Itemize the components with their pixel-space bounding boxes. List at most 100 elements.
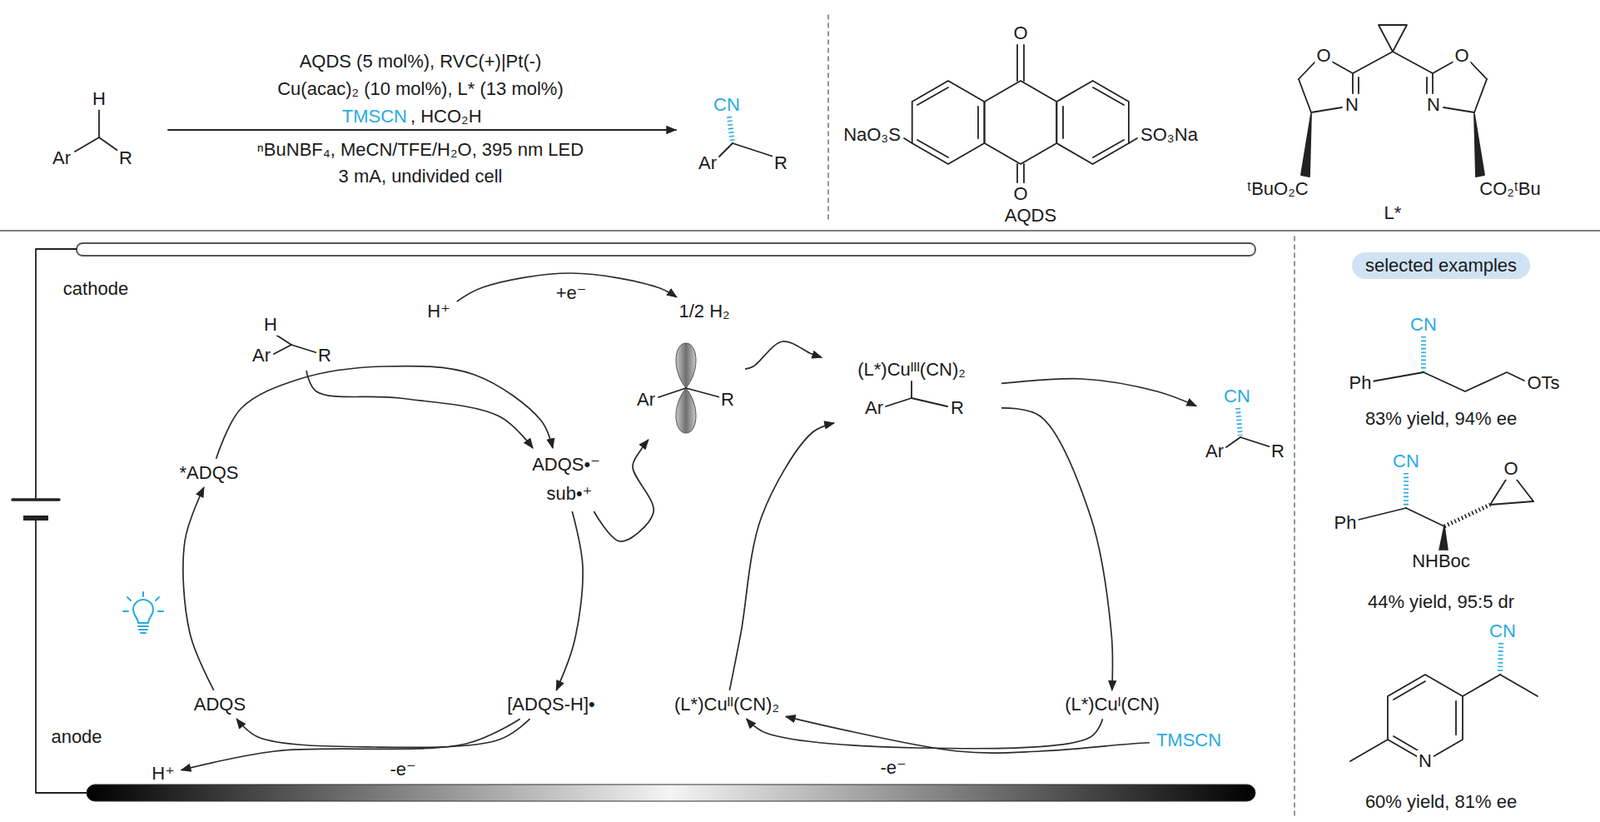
group-label: Ar (696, 152, 719, 174)
atom-label: O (1501, 457, 1520, 480)
group-label: ᵗBuO₂C (1245, 178, 1310, 200)
species-text: Ar (1203, 440, 1226, 463)
cycle-species: *ADQS (175, 461, 244, 485)
compound-name: AQDS (1003, 204, 1059, 227)
substrate-bonds (74, 109, 120, 152)
atom-label: N (1425, 94, 1442, 116)
cycle-arrow (1001, 378, 1197, 407)
atom-label: N (1343, 94, 1361, 116)
species-text: sub•⁺ (545, 482, 595, 505)
species-text: (L*)Cuᴵᴵᴵ(CN)₂ (855, 358, 968, 381)
product-bonds (719, 116, 774, 157)
group-label: R (772, 152, 790, 174)
example-structure (1371, 336, 1525, 392)
battery-plate (23, 515, 49, 521)
electrode-label: cathode (61, 278, 130, 300)
cycle-arrow (593, 439, 654, 542)
radical-structure: Ar R (631, 337, 743, 438)
condition-text: 3 mA, undivided cell (337, 165, 505, 188)
result-text: 44% yield, 95:5 dr (1366, 591, 1516, 613)
proton: H⁺ (147, 761, 179, 786)
species-text: H⁺ (427, 300, 451, 323)
atom-label: H (90, 88, 108, 110)
aqds-structure (904, 44, 1138, 184)
group-label: SO₃Na (1138, 124, 1200, 146)
atom-label: N (1416, 750, 1434, 772)
atom-label: O (1011, 183, 1029, 205)
electron-label: -e⁻ (387, 758, 418, 781)
species-text: CN (1222, 385, 1253, 408)
substrate-bonds (273, 333, 319, 354)
result-text: 60% yield, 81% ee (1363, 790, 1519, 813)
electrode-label: anode (49, 725, 104, 748)
species-text: R (316, 344, 333, 367)
cycle-arrow (181, 718, 521, 770)
ligand-structure (1298, 24, 1487, 177)
reagent: TMSCN (1152, 728, 1226, 752)
species-text: (L*)Cuᴵ(CN) (1064, 693, 1160, 716)
product-structure: CN Ar R (1198, 382, 1295, 467)
species-text: *ADQS (179, 462, 239, 484)
species-text: H⁺ (151, 762, 175, 785)
copper-species: (L*)Cuᴵᴵᴵ(CN)₂ Ar R (824, 356, 999, 421)
separator-dashed (827, 14, 829, 220)
species-text: ADQS•⁻ (530, 453, 602, 476)
species-text: R (949, 397, 966, 419)
cycle-species: [ADQS-H]• (502, 692, 600, 716)
species-text: R (1269, 440, 1287, 463)
group-label: Ar (50, 147, 73, 169)
radical-structure (658, 342, 721, 433)
cycle-arrow (216, 365, 553, 458)
light-bulb-icon (123, 591, 164, 633)
group-label: Ph (1347, 372, 1374, 394)
example-structure (1350, 642, 1538, 761)
species-text: ADQS (193, 693, 246, 716)
atom-label: O (1011, 22, 1029, 45)
condition-text: ⁿBuNBF₄, MeCN/TFE/H₂O, 395 nm LED (255, 139, 586, 161)
compound-name: L* (1382, 202, 1404, 224)
species-text: selected examples (1365, 254, 1517, 277)
species-text: [ADQS-H]• (506, 693, 596, 716)
group-label: NaO₃S (841, 124, 903, 146)
separator-line (0, 229, 1600, 232)
group-label: NHBoc (1410, 550, 1472, 572)
copper-species: (L*)Cuᴵᴵ(CN)₂ (670, 692, 784, 716)
species-text: R (719, 388, 736, 411)
electron-label: +e⁻ (553, 282, 590, 304)
group-label: CN (1408, 313, 1439, 336)
atom-label: O (1452, 44, 1471, 67)
product-bonds (1226, 407, 1272, 448)
species-text: 1/2 H₂ (678, 300, 730, 323)
species-text: Ar (863, 397, 885, 419)
cycle-arrow (729, 422, 835, 691)
species-text: Ar (250, 344, 273, 367)
battery-plate (12, 497, 60, 502)
result-text: 83% yield, 94% ee (1363, 407, 1519, 430)
copper-species: (L*)Cuᴵ(CN) (1060, 692, 1164, 716)
cycle-arrow (745, 341, 822, 369)
condition-text: Cu(acac)₂ (10 mol%), L* (13 mol%) (275, 78, 566, 100)
group-label: CO₂ᵗBu (1477, 178, 1542, 200)
cycle-species: ADQS•⁻ sub•⁺ (516, 450, 617, 509)
cycle-species: ADQS (189, 692, 250, 716)
species-text: Ar (635, 388, 657, 411)
example-structure (1358, 472, 1534, 551)
group-label: OTs (1525, 372, 1561, 394)
species-text: TMSCN (1156, 729, 1222, 751)
condition-text: TMSCN (340, 105, 409, 128)
species-text: (L*)Cuᴵᴵ(CN)₂ (674, 693, 780, 716)
substrate-structure: HArR (247, 313, 338, 368)
group-label: R (117, 147, 135, 169)
cycle-arrow (556, 511, 583, 691)
cycle-arrow (1001, 407, 1113, 691)
copper-alkyl-bonds (885, 381, 948, 407)
cycle-arrow (183, 486, 214, 691)
group-label: CN (1487, 620, 1518, 642)
atom-label: O (1314, 44, 1332, 67)
group-label: CN (711, 94, 742, 116)
wire (35, 519, 87, 793)
hydrogen: 1/2 H₂ (674, 299, 734, 323)
condition-text: AQDS (5 mol%), RVC(+)|Pt(-) (298, 50, 544, 73)
anode-electrode (86, 784, 1256, 801)
cycle-arrow (785, 715, 1150, 753)
